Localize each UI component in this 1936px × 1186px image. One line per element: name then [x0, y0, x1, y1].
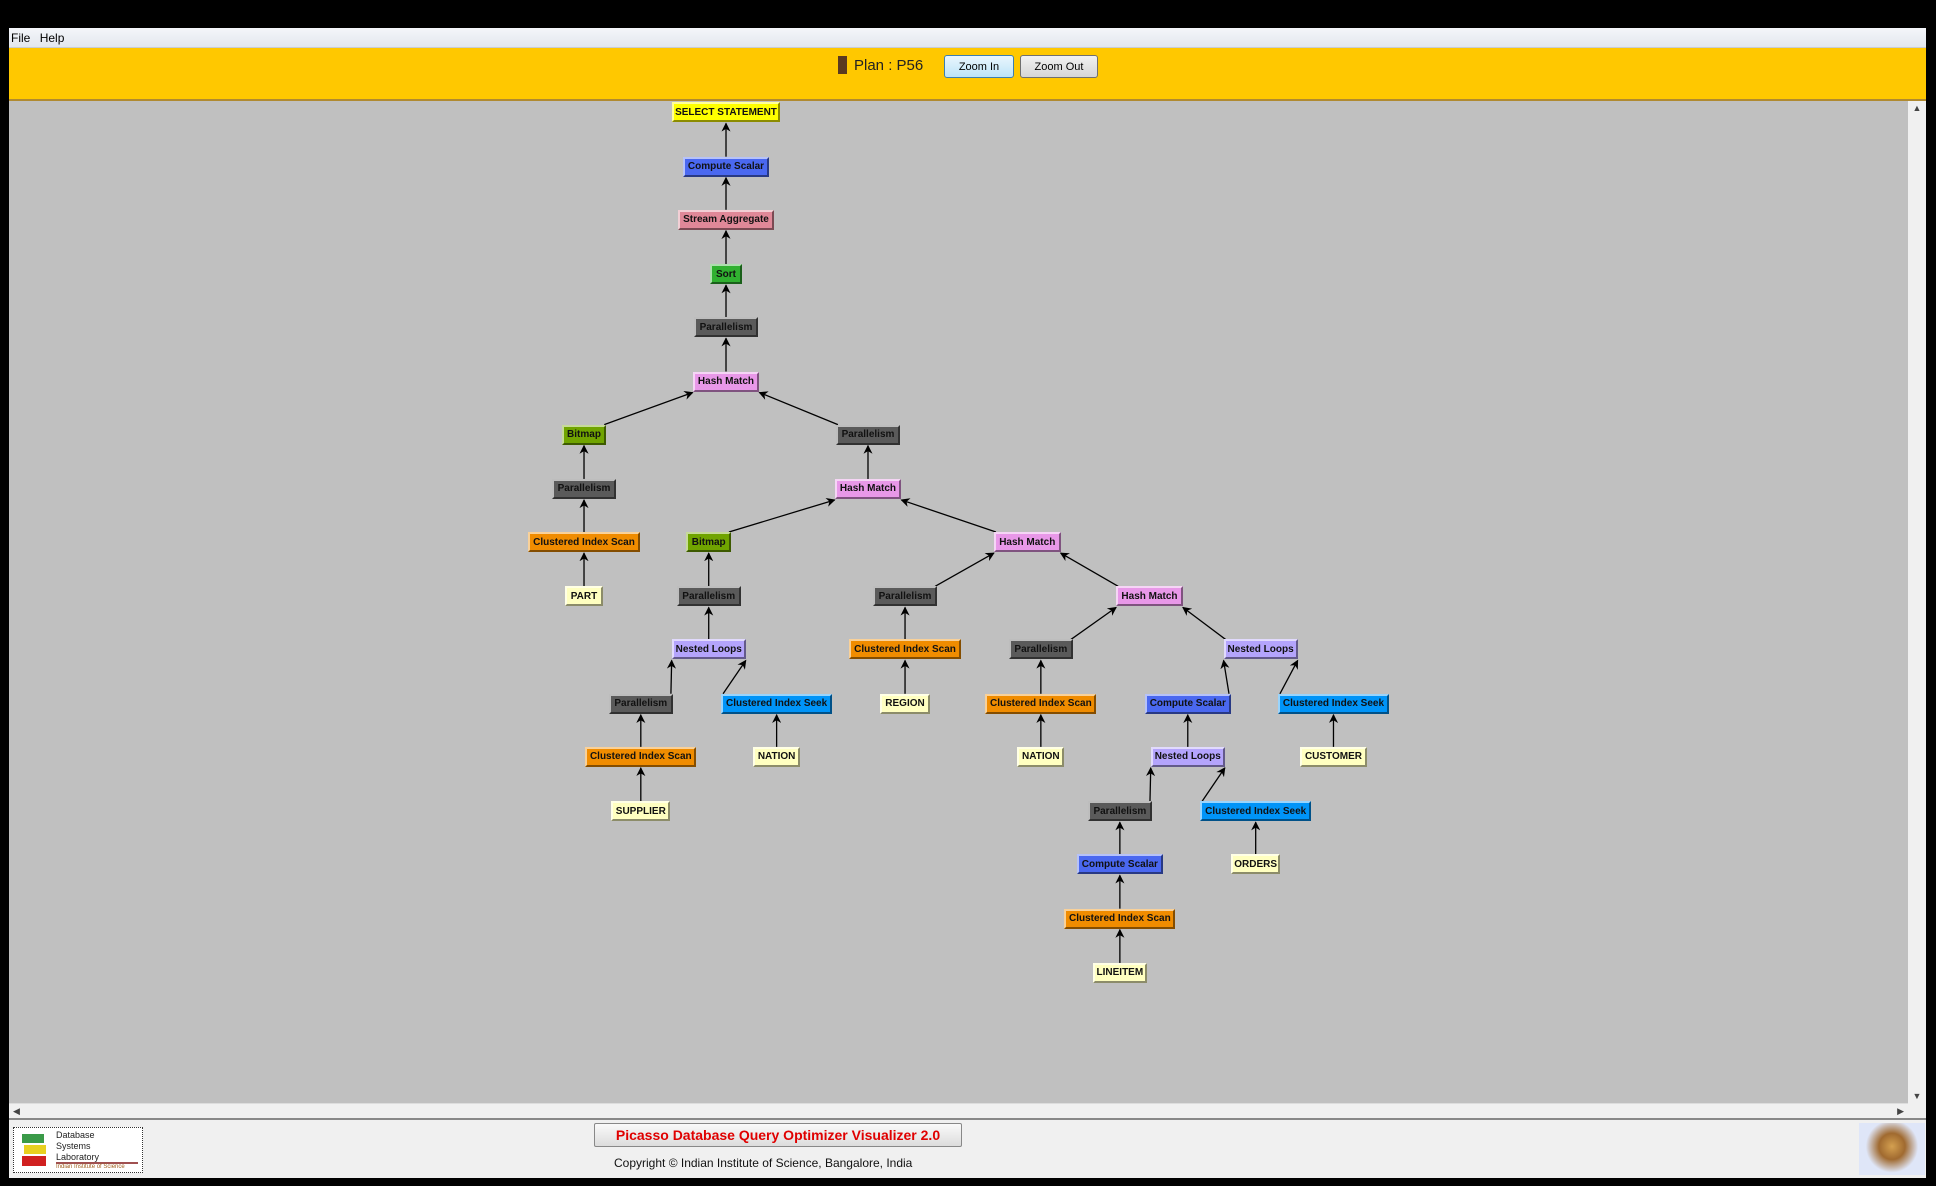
- copyright-text: Copyright © Indian Institute of Science,…: [614, 1156, 913, 1170]
- plan-edge: [1182, 606, 1226, 640]
- plan-edge: [1070, 606, 1117, 640]
- vertical-scrollbar[interactable]: ▲▼: [1908, 101, 1926, 1103]
- plan-node-customer[interactable]: CUSTOMER: [1300, 746, 1367, 767]
- menu-help[interactable]: Help: [39, 31, 65, 45]
- plan-node-compute-scalar[interactable]: Compute Scalar: [682, 156, 770, 177]
- dsl-logo: Database Systems Laboratory Indian Insti…: [13, 1127, 143, 1173]
- menu-file[interactable]: File: [11, 31, 31, 45]
- plan-node-orders[interactable]: ORDERS: [1230, 854, 1281, 875]
- horizontal-scrollbar[interactable]: ◀▶: [9, 1103, 1908, 1119]
- plan-node-part[interactable]: PART: [565, 586, 603, 607]
- plan-node-clustered-index-seek[interactable]: Clustered Index Seek: [1277, 693, 1390, 714]
- plan-node-clustered-index-scan[interactable]: Clustered Index Scan: [585, 746, 697, 767]
- plan-edge: [728, 497, 836, 533]
- plan-edge: [758, 391, 839, 426]
- plan-node-sort[interactable]: Sort: [709, 264, 743, 285]
- plan-node-clustered-index-scan[interactable]: Clustered Index Scan: [528, 532, 640, 553]
- plan-edge: [934, 552, 995, 587]
- plan-node-compute-scalar[interactable]: Compute Scalar: [1076, 854, 1164, 875]
- plan-edge: [1279, 659, 1299, 695]
- plan-edge: [1201, 767, 1226, 802]
- plan-node-nested-loops[interactable]: Nested Loops: [1150, 746, 1225, 767]
- scroll-corner: [1908, 1103, 1926, 1118]
- plan-edge: [1220, 659, 1230, 694]
- plan-node-hash-match[interactable]: Hash Match: [993, 532, 1061, 553]
- plan-node-nested-loops[interactable]: Nested Loops: [671, 639, 746, 660]
- plan-node-hash-match[interactable]: Hash Match: [692, 371, 760, 392]
- plan-node-lineitem[interactable]: LINEITEM: [1092, 962, 1148, 983]
- plan-indicator: Plan : P56: [838, 55, 923, 75]
- plan-node-parallelism[interactable]: Parallelism: [608, 693, 673, 714]
- plan-node-parallelism[interactable]: Parallelism: [693, 317, 759, 338]
- plan-node-stream-aggregate[interactable]: Stream Aggregate: [677, 209, 775, 230]
- plan-tree-canvas: [9, 101, 1908, 1103]
- zoom-out-button[interactable]: Zoom Out: [1020, 55, 1098, 78]
- menu-bar: File Help: [9, 28, 1926, 48]
- plan-edge: [666, 659, 677, 694]
- plan-node-parallelism[interactable]: Parallelism: [551, 478, 617, 499]
- plan-node-clustered-index-scan[interactable]: Clustered Index Scan: [849, 639, 961, 660]
- plan-node-nation[interactable]: NATION: [753, 746, 801, 767]
- plan-edge: [604, 391, 694, 426]
- plan-node-region[interactable]: REGION: [880, 693, 930, 714]
- plan-node-clustered-index-scan[interactable]: Clustered Index Scan: [985, 693, 1097, 714]
- plan-node-nation[interactable]: NATION: [1017, 746, 1065, 767]
- plan-node-select-statement[interactable]: SELECT STATEMENT: [671, 102, 781, 123]
- plan-node-parallelism[interactable]: Parallelism: [1087, 801, 1152, 822]
- plan-node-compute-scalar[interactable]: Compute Scalar: [1144, 693, 1231, 714]
- plan-node-clustered-index-seek[interactable]: Clustered Index Seek: [721, 693, 833, 714]
- logo-text: Database Systems Laboratory: [56, 1130, 100, 1162]
- iisc-emblem-icon: [1859, 1123, 1925, 1175]
- plan-node-parallelism[interactable]: Parallelism: [835, 424, 901, 445]
- plan-node-nested-loops[interactable]: Nested Loops: [1223, 639, 1298, 660]
- plan-edge: [1146, 766, 1156, 802]
- plan-node-hash-match[interactable]: Hash Match: [834, 478, 902, 499]
- app-title-button[interactable]: Picasso Database Query Optimizer Visuali…: [594, 1123, 962, 1147]
- blocks-logo-icon: [22, 1134, 46, 1166]
- plan-node-parallelism[interactable]: Parallelism: [872, 586, 938, 607]
- plan-node-clustered-index-scan[interactable]: Clustered Index Scan: [1064, 908, 1176, 929]
- plan-node-parallelism[interactable]: Parallelism: [676, 586, 741, 607]
- plan-node-clustered-index-seek[interactable]: Clustered Index Seek: [1200, 801, 1312, 822]
- plan-node-parallelism[interactable]: Parallelism: [1008, 639, 1073, 660]
- plan-node-hash-match[interactable]: Hash Match: [1116, 586, 1183, 607]
- logo-subtext: Indian Institute of Science: [56, 1162, 138, 1170]
- toolbar: Plan : P56 Zoom In Zoom Out: [9, 48, 1926, 101]
- plan-edge: [900, 498, 997, 533]
- footer: Database Systems Laboratory Indian Insti…: [9, 1118, 1926, 1178]
- plan-edge: [1059, 552, 1119, 587]
- plan-node-bitmap[interactable]: Bitmap: [686, 532, 731, 553]
- plan-label: Plan : P56: [854, 56, 924, 74]
- zoom-in-button[interactable]: Zoom In: [944, 55, 1014, 78]
- plan-color-swatch: [838, 56, 847, 74]
- plan-node-bitmap[interactable]: Bitmap: [561, 424, 607, 445]
- plan-edge: [722, 659, 747, 695]
- plan-node-supplier[interactable]: SUPPLIER: [611, 801, 671, 822]
